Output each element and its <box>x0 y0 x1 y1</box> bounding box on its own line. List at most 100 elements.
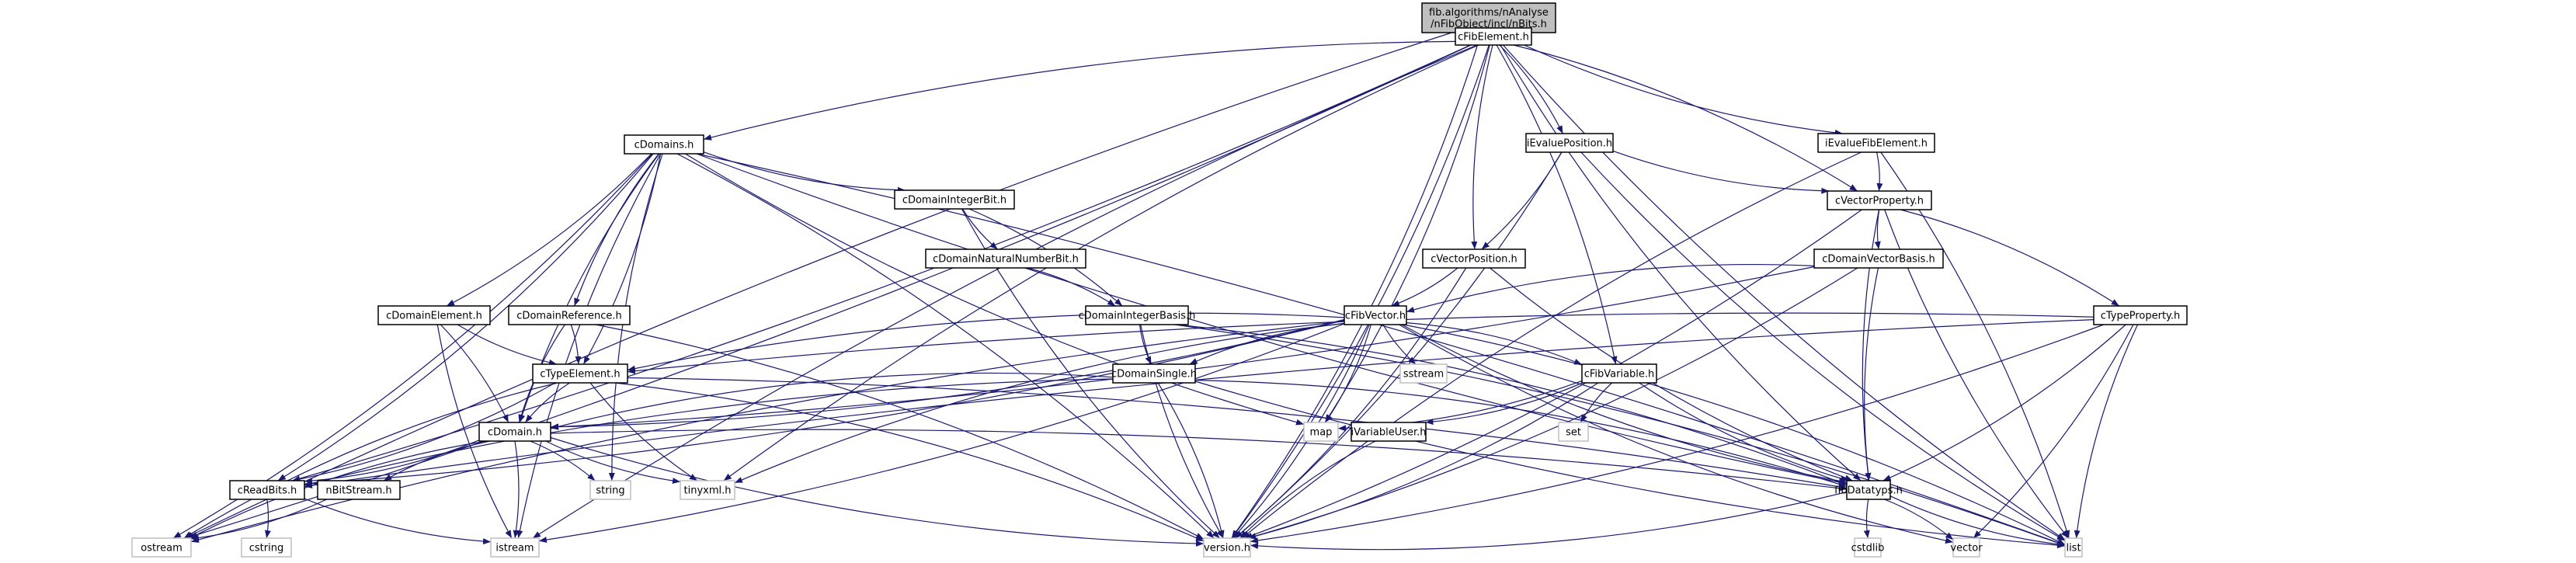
edge-cFibElement-to-fibDatatyps <box>1500 44 1862 481</box>
node-label: nBitStream.h <box>325 485 391 497</box>
node-label: cTypeElement.h <box>540 369 620 381</box>
edge-cDomainIntegerBasis-to-cDomainSingle <box>1139 324 1152 365</box>
node-label: iEvaluePosition.h <box>1527 138 1612 150</box>
node-cDomainIntegerBasis[interactable]: cDomainIntegerBasis.h <box>1079 305 1196 325</box>
node-label: ostream <box>141 543 183 554</box>
node-cDomainVectorBasis[interactable]: cDomainVectorBasis.h <box>1813 248 1944 269</box>
edge-cTypeElement-to-version <box>614 382 1205 542</box>
edge-iEvalueFibElement-to-version <box>1241 151 1862 539</box>
node-cDomainSingle[interactable]: cDomainSingle.h <box>1111 363 1197 384</box>
node-iEvaluePosition[interactable]: iEvaluePosition.h <box>1525 133 1614 153</box>
node-label: cDomainIntegerBit.h <box>902 195 1006 207</box>
edge-cDomain-to-string <box>530 440 596 481</box>
edge-cVectorProperty-to-version <box>1244 209 1862 539</box>
node-cFibVector[interactable]: cFibVector.h <box>1344 305 1407 325</box>
node-label: istream <box>495 543 534 554</box>
edge-fibDatatyps-to-version <box>1250 491 1848 551</box>
node-label: cTypeProperty.h <box>2101 311 2181 322</box>
node-version: version.h <box>1203 537 1251 558</box>
edge-root-to-version <box>1231 32 1483 539</box>
node-label: map <box>1310 427 1333 439</box>
node-set: set <box>1558 422 1589 442</box>
edge-fibDatatyps-to-cstdlib <box>1863 499 1870 539</box>
node-box <box>624 134 704 155</box>
edge-cDomainIntegerBit-to-cDomainNaturalNumberBit <box>961 208 998 250</box>
node-box <box>1085 305 1189 325</box>
node-box <box>1558 422 1589 442</box>
edge-cDomains-to-cDomainReference <box>574 153 659 307</box>
edge-cFibElement-to-cFibVariable <box>1496 44 1618 365</box>
node-box <box>2093 305 2188 325</box>
node-label: string <box>596 485 624 497</box>
edge-cFibVector-to-list <box>1403 324 2066 545</box>
node-box <box>1813 248 1944 269</box>
edge-cDomains-to-fibDatatyps <box>696 153 1848 485</box>
node-cTypeProperty[interactable]: cTypeProperty.h <box>2093 305 2188 325</box>
node-label: version.h <box>1204 543 1250 554</box>
node-cDomainElement[interactable]: cDomainElement.h <box>377 305 491 325</box>
node-nBitStream[interactable]: nBitStream.h <box>317 480 401 500</box>
node-box <box>1399 363 1448 384</box>
node-label: cVectorPosition.h <box>1431 254 1517 266</box>
edge-cFibVector-to-cFibVariable <box>1406 322 1583 366</box>
node-sstream: sstream <box>1399 363 1448 384</box>
edge-cFibElement-to-cVectorProperty <box>1513 44 1858 192</box>
node-label: cDomains.h <box>634 140 694 151</box>
edge-cDomainSingle-to-list <box>1194 381 2066 549</box>
edge-cFibElement-to-tinyxml <box>723 44 1479 481</box>
edge-cTypeElement-to-cReadBits <box>292 382 556 482</box>
node-cDomain[interactable]: cDomain.h <box>478 422 551 442</box>
edge-cTypeProperty-to-vector <box>1973 324 2134 539</box>
edge-cDomainIntegerBasis-to-list <box>1174 324 2066 546</box>
node-label: tinyxml.h <box>684 485 732 497</box>
edge-cFibVector-to-istream <box>538 323 1345 544</box>
node-string: string <box>589 480 631 500</box>
node-label: cDomain.h <box>488 427 542 439</box>
node-label: fib.algorithms/nAnalyse <box>1429 7 1549 19</box>
edge-cTypeElement-to-tinyxml <box>589 382 698 481</box>
edge-cDomain-to-fibDatatyps <box>550 429 1848 492</box>
edge-cFibVector-to-cDomain <box>550 318 1345 430</box>
node-cDomainReference[interactable]: cDomainReference.h <box>508 305 631 325</box>
node-box <box>317 480 401 500</box>
edge-cFibVector-to-map <box>1325 324 1371 423</box>
edge-iEvaluePosition-to-cVectorPosition <box>1481 151 1563 250</box>
node-box <box>1344 305 1407 325</box>
node-label: cFibElement.h <box>1458 32 1529 43</box>
edge-cDomains-to-cDomainElement <box>446 153 652 307</box>
edge-cFibElement-to-version <box>1231 44 1490 539</box>
edge-cReadBits-to-istream <box>304 498 492 545</box>
node-iEvalueFibElement[interactable]: iEvalueFibElement.h <box>1817 133 1935 153</box>
edge-cDomainVectorBasis-to-cFibVector <box>1406 263 1815 313</box>
edge-cFibElement-to-istream <box>532 44 1478 539</box>
node-cVectorPosition[interactable]: cVectorPosition.h <box>1422 248 1526 269</box>
node-label: iVariableUser.h <box>1351 427 1426 439</box>
node-cDomains[interactable]: cDomains.h <box>624 134 704 155</box>
node-cVectorProperty[interactable]: cVectorProperty.h <box>1827 190 1932 210</box>
node-cFibVariable[interactable]: cFibVariable.h <box>1581 363 1657 384</box>
node-box <box>1303 422 1339 442</box>
edge-cFibVector-to-tinyxml <box>734 322 1345 484</box>
edge-iEvalueFibElement-to-cVectorProperty <box>1876 151 1883 192</box>
edge-cDomain-to-ostream <box>189 440 487 539</box>
edge-cDomains-to-cDomain <box>519 153 660 423</box>
node-cTypeElement[interactable]: cTypeElement.h <box>532 363 628 384</box>
node-ostream: ostream <box>131 537 192 558</box>
node-cDomainNaturalNumberBit[interactable]: cDomainNaturalNumberBit.h <box>925 248 1086 269</box>
edge-cTypeProperty-to-list <box>2074 324 2139 539</box>
node-cReadBits[interactable]: cReadBits.h <box>229 480 305 500</box>
node-label: iEvalueFibElement.h <box>1825 138 1928 150</box>
node-label: cVectorProperty.h <box>1835 196 1924 207</box>
node-box <box>1846 480 1891 500</box>
node-cDomainIntegerBit[interactable]: cDomainIntegerBit.h <box>894 189 1015 210</box>
edge-cDomainReference-to-cTypeElement <box>570 324 582 365</box>
node-fibDatatyps[interactable]: fibDatatyps.h <box>1834 480 1903 500</box>
node-iVariableUser[interactable]: iVariableUser.h <box>1351 422 1427 442</box>
edges-layer <box>172 27 2139 551</box>
edge-cFibVariable-to-iVariableUser <box>1425 382 1583 426</box>
node-box <box>680 480 735 500</box>
node-cFibElement[interactable]: cFibElement.h <box>1455 27 1532 46</box>
edge-cFibVector-to-ostream <box>190 321 1345 543</box>
edge-cDomains-to-istream <box>516 153 662 539</box>
node-box <box>1455 27 1532 46</box>
